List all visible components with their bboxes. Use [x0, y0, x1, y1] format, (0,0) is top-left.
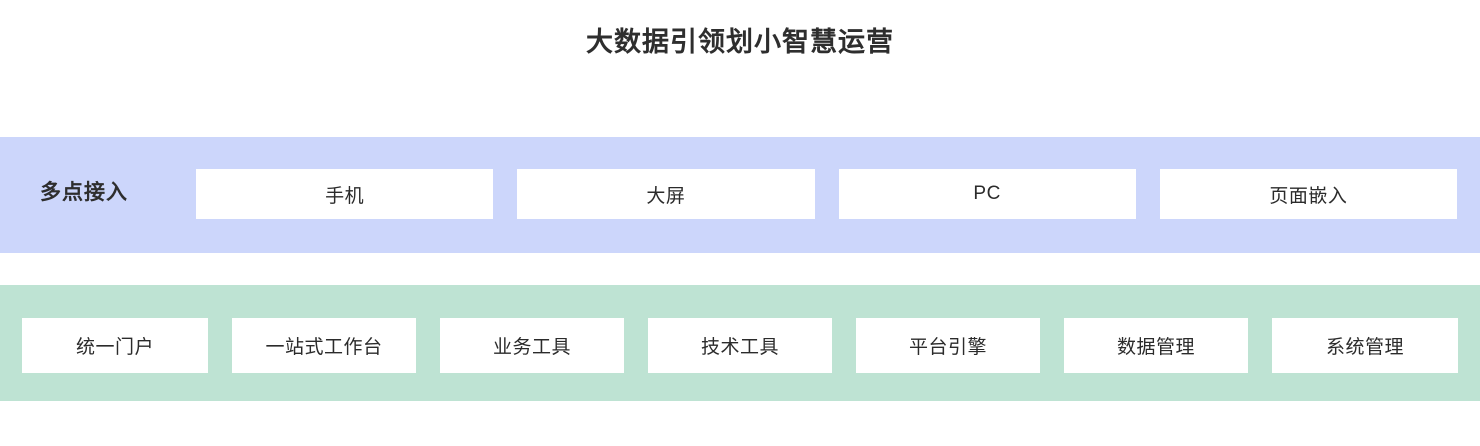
- access-card-mobile[interactable]: 手机: [196, 169, 494, 219]
- access-card-large-screen[interactable]: 大屏: [517, 169, 815, 219]
- platform-card-one-stop-workbench[interactable]: 一站式工作台: [232, 318, 416, 373]
- access-card-large-screen-label: 大屏: [646, 185, 686, 207]
- platform-card-business-tools[interactable]: 业务工具: [440, 318, 624, 373]
- platform-card-platform-engine-label: 平台引擎: [908, 337, 987, 358]
- platform-card-data-management[interactable]: 数据管理: [1064, 318, 1248, 373]
- platform-card-business-tools-label: 业务工具: [492, 337, 571, 358]
- platform-card-unified-portal-label: 统一门户: [75, 337, 154, 358]
- platform-layer-card-row: 统一门户 一站式工作台 业务工具 技术工具 平台引擎 数据管理 系统管理: [22, 318, 1458, 373]
- access-card-pc-label: PC: [973, 183, 1001, 204]
- access-layer-card-row: 手机 大屏 PC 页面嵌入: [196, 169, 1457, 219]
- access-card-pc[interactable]: PC: [838, 169, 1136, 219]
- platform-card-system-management[interactable]: 系统管理: [1272, 318, 1458, 373]
- page-title: 大数据引领划小智慧运营: [586, 27, 894, 57]
- access-card-page-embed-label: 页面嵌入: [1269, 185, 1348, 207]
- platform-card-platform-engine[interactable]: 平台引擎: [856, 318, 1040, 373]
- access-card-page-embed[interactable]: 页面嵌入: [1159, 169, 1457, 219]
- platform-card-one-stop-workbench-label: 一站式工作台: [265, 337, 383, 358]
- platform-card-unified-portal[interactable]: 统一门户: [22, 318, 208, 373]
- platform-card-technical-tools-label: 技术工具: [700, 337, 779, 358]
- access-layer-label: 多点接入: [40, 181, 128, 204]
- platform-card-data-management-label: 数据管理: [1116, 337, 1195, 358]
- platform-card-system-management-label: 系统管理: [1325, 337, 1404, 358]
- access-card-mobile-label: 手机: [325, 185, 365, 207]
- platform-card-technical-tools[interactable]: 技术工具: [648, 318, 832, 373]
